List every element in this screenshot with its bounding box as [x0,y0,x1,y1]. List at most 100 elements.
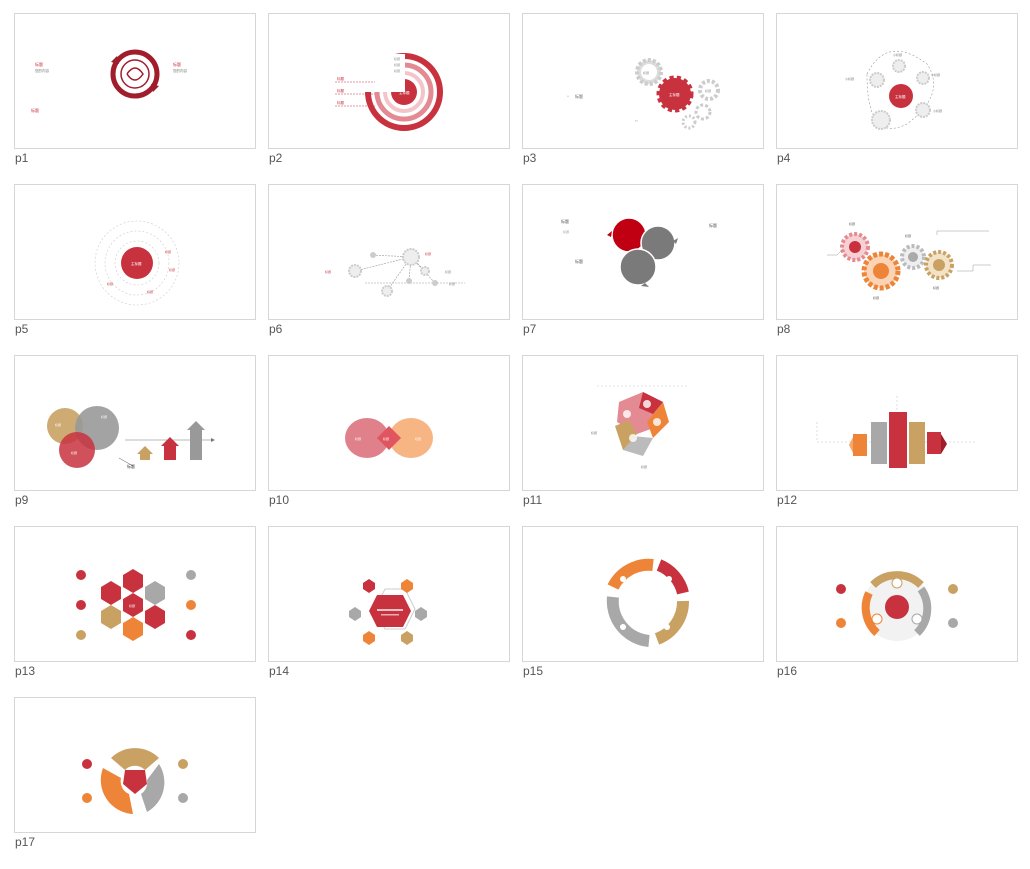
slide-p8[interactable]: 标题 标题 标题 标题 p8 [776,184,1018,349]
p8-text-1: 标题 [849,221,855,226]
slide-thumbnail[interactable]: “ 标题 主标题 标题 标题 ” [522,13,764,149]
slide-p14[interactable]: p14 [268,526,510,691]
p4-text-2: 小标题 [893,52,902,57]
p8-text-4: 标题 [933,285,939,290]
slide-p5[interactable]: 主标题 标题 标题 标题 标题 p5 [14,184,256,349]
slide-p9[interactable]: 标题 标题 标题 标题 p9 [14,355,256,520]
slide-p17[interactable]: p17 [14,697,256,862]
p1-text-5: 标题 [31,107,39,113]
slide-label: p1 [15,151,29,165]
svg-text:“: “ [567,96,569,102]
slide-p1[interactable]: 标题 您的内容 标题 您的内容 标题 p1 [14,13,256,178]
p2-text-2: 标题 [337,88,345,93]
p5-center-text: 主标题 [131,261,142,266]
slide-p12[interactable]: p12 [776,355,1018,520]
slide-thumbnail[interactable]: 标题 [14,526,256,662]
slide-thumbnail[interactable]: 标题 标题 标题 [268,355,510,491]
p5-text-4: 标题 [147,289,153,294]
slide-graphic [349,579,427,645]
slide-thumbnail[interactable]: 主标题 标题 标题 标题 标题 标题 标题 [268,13,510,149]
p2-text-6: 标题 [394,68,400,73]
slide-p15[interactable]: p15 [522,526,764,691]
slide-thumbnail[interactable]: 标题 您的内容 标题 您的内容 标题 [14,13,256,149]
slide-label: p8 [777,322,791,336]
p1-text-4: 您的内容 [173,68,187,73]
slide-thumbnail[interactable] [776,355,1018,491]
slide-label: p13 [15,664,36,678]
slide-label: p7 [523,322,537,336]
slide-graphic: 主标题 小标题 小标题 小标题 小标题 [845,50,942,130]
slide-graphic: 主标题 标题 标题 标题 标题 [94,220,180,306]
slide-graphic: 主标题 标题 标题 标题 标题 标题 标题 [335,53,443,131]
p2-text-1: 标题 [337,76,345,81]
p10-text-3: 标题 [415,436,421,441]
slide-graphic: 标题 标题 标题 标题 [47,406,215,469]
slide-graphic [82,748,188,814]
p2-center-text: 主标题 [399,90,410,95]
slide-thumbnail[interactable] [14,697,256,833]
slide-p6[interactable]: 标题 标题 标题 标题 p6 [268,184,510,349]
p8-text-3: 标题 [873,295,879,300]
slide-thumbnail[interactable]: 标题 标题 [522,355,764,491]
p2-text-3: 标题 [337,100,345,105]
p3-text-2: 主标题 [669,92,680,97]
p4-text-4: 小标题 [933,108,942,113]
p6-text-2: 标题 [425,251,431,256]
slide-label: p12 [777,493,798,507]
p8-text-2: 标题 [905,233,911,238]
p2-text-4: 标题 [394,56,400,61]
p5-text-2: 标题 [169,267,175,272]
slide-p13[interactable]: 标题 p13 [14,526,256,691]
slide-graphic: “ 标题 主标题 标题 标题 ” [567,58,720,130]
slide-label: p3 [523,151,537,165]
slide-graphic: 标题 您的内容 标题 您的内容 标题 [31,49,187,113]
slide-p4[interactable]: 主标题 小标题 小标题 小标题 小标题 p4 [776,13,1018,178]
p5-text-1: 标题 [165,249,171,254]
slide-thumbnail[interactable]: 主标题 小标题 小标题 小标题 小标题 [776,13,1018,149]
p3-text-4: 标题 [705,88,711,93]
p1-text-1: 标题 [35,61,43,67]
slide-graphic [836,571,958,641]
slide-graphic: 标题 标题 [591,385,689,469]
p11-text-2: 标题 [641,464,647,469]
slide-thumbnail[interactable]: 主标题 标题 标题 标题 标题 [14,184,256,320]
slide-p10[interactable]: 标题 标题 标题 p10 [268,355,510,520]
slide-thumbnail[interactable]: 标题 标题 标题 标题 [776,184,1018,320]
slide-thumbnail[interactable]: 标题 标题 标题 标题 [14,355,256,491]
slide-graphic: 标题 标题 标题 [345,418,433,458]
slide-p16[interactable]: p16 [776,526,1018,691]
slide-graphic: 标题 标题 标题 标题 [561,217,717,287]
p7-text-3: 标题 [575,258,583,264]
p13-center-text: 标题 [129,603,135,608]
p1-text-3: 标题 [173,61,181,67]
slide-thumbnail[interactable] [268,526,510,662]
p9-text-4: 标题 [71,450,77,455]
slide-label: p2 [269,151,283,165]
p4-text-1: 小标题 [845,76,854,81]
p3-text-1: 标题 [575,93,583,99]
p3-text-3: 标题 [643,70,649,75]
slide-label: p17 [15,835,36,849]
slide-label: p14 [269,664,290,678]
svg-text:”: ” [635,119,638,128]
p6-text-1: 标题 [325,269,331,274]
p10-text-2: 标题 [383,436,389,441]
slide-thumbnail[interactable]: 标题 标题 标题 标题 [522,184,764,320]
slide-label: p15 [523,664,544,678]
p4-text-3: 小标题 [931,72,940,77]
slide-thumbnail[interactable] [522,526,764,662]
slide-p11[interactable]: 标题 标题 p11 [522,355,764,520]
slide-label: p16 [777,664,798,678]
p7-text-4: 标题 [563,229,569,234]
slide-graphic [816,396,977,468]
slide-p3[interactable]: “ 标题 主标题 标题 标题 ” p3 [522,13,764,178]
p4-center-text: 主标题 [895,94,906,99]
p9-text-2: 标题 [55,422,61,427]
p7-text-2: 标题 [709,222,717,228]
slide-thumbnail[interactable]: 标题 标题 标题 标题 [268,184,510,320]
slide-p2[interactable]: 主标题 标题 标题 标题 标题 标题 标题 p2 [268,13,510,178]
p7-text-1: 标题 [561,218,569,224]
slide-graphic: 标题 标题 标题 标题 [325,248,465,297]
slide-p7[interactable]: 标题 标题 标题 标题 p7 [522,184,764,349]
slide-thumbnail[interactable] [776,526,1018,662]
